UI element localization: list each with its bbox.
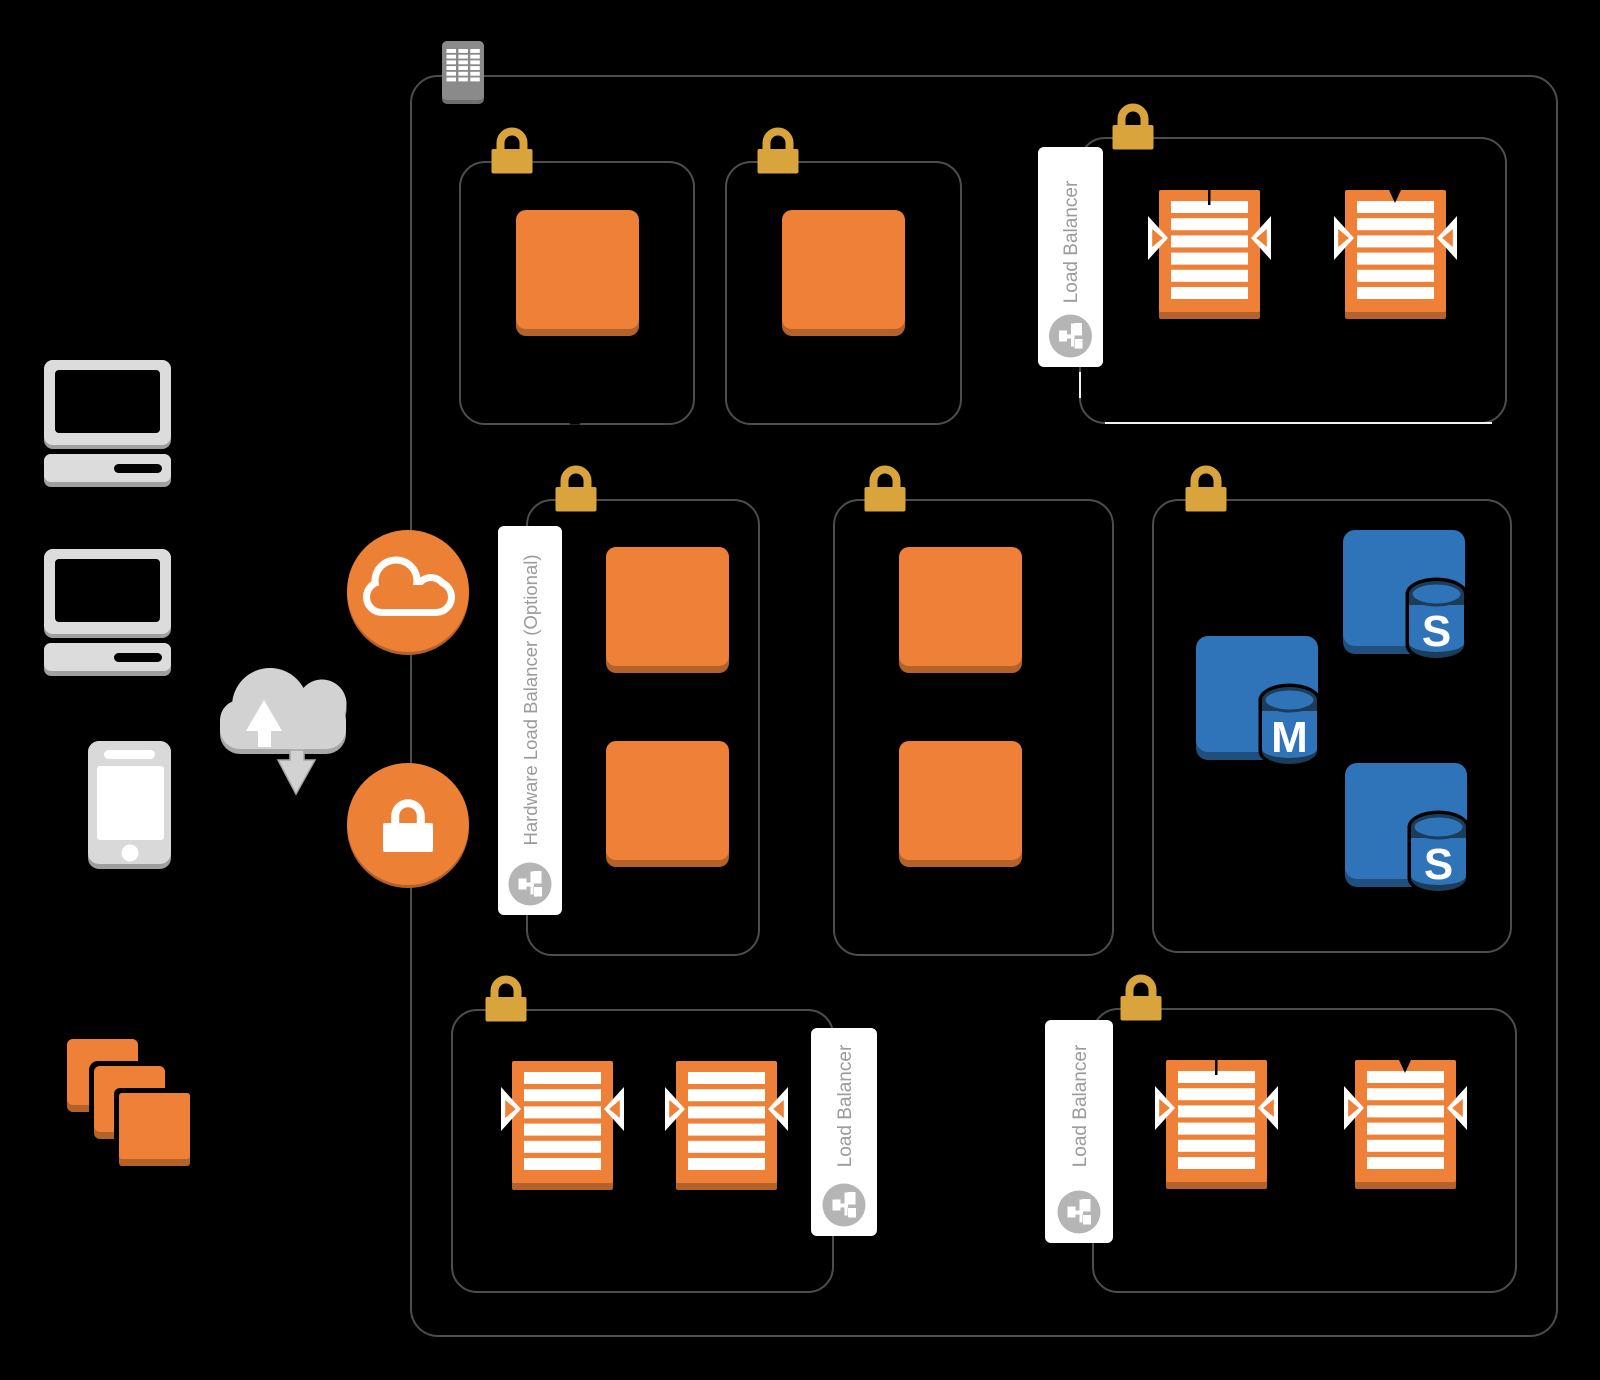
svg-text:Load Balancer: Load Balancer [1061,180,1082,303]
svg-text:Load Balancer: Load Balancer [835,1044,856,1167]
svg-text:M: M [1271,713,1308,762]
svg-text:Load Balancer: Load Balancer [1070,1044,1091,1167]
svg-text:S: S [1422,607,1451,656]
svg-text:S: S [1424,840,1453,889]
svg-text:Hardware Load Balancer (Option: Hardware Load Balancer (Optional) [520,554,541,845]
